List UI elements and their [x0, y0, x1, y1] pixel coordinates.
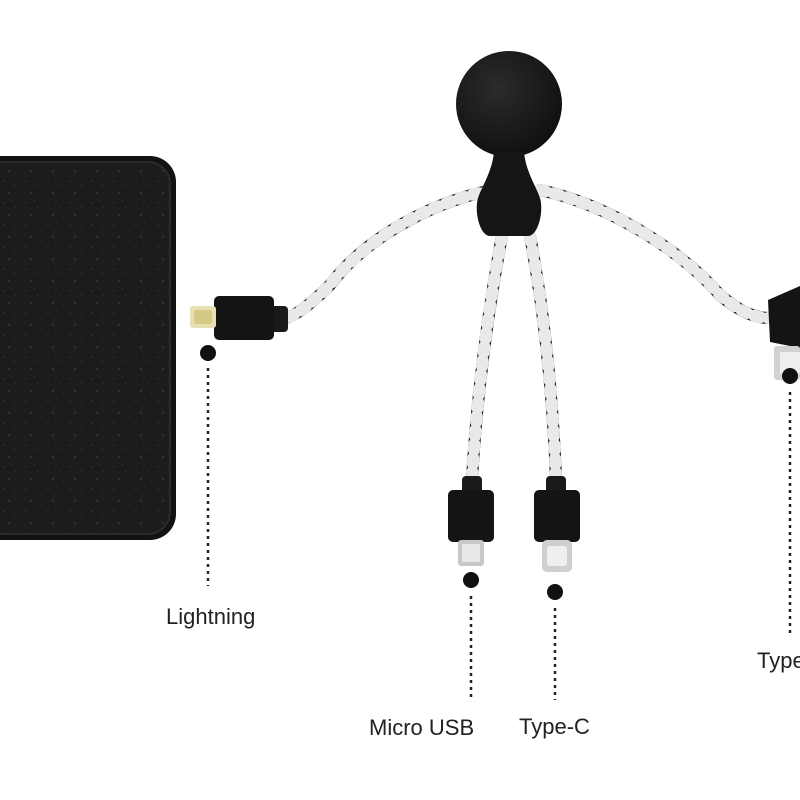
micro-usb-connector: [448, 476, 494, 566]
callout-type-c: [547, 584, 563, 700]
callout-type-c-usb: [782, 368, 798, 636]
lightning-connector: [190, 296, 288, 340]
label-type-c-usb-partial: Type-: [757, 648, 800, 673]
octopus-body: [476, 152, 542, 236]
callout-micro-usb: [463, 572, 479, 697]
type-c-usb-connector: [768, 286, 800, 380]
label-micro-usb: Micro USB: [369, 715, 475, 740]
label-lightning: Lightning: [166, 604, 256, 629]
label-type-c: Type-C: [519, 714, 590, 739]
octopus-hub: [456, 51, 562, 236]
callout-lightning: [200, 345, 216, 586]
power-bank: [0, 156, 176, 540]
cable-group: [279, 184, 776, 484]
cable-right-arm: [534, 184, 776, 324]
type-c-connector: [534, 476, 580, 572]
octopus-head: [456, 51, 562, 157]
